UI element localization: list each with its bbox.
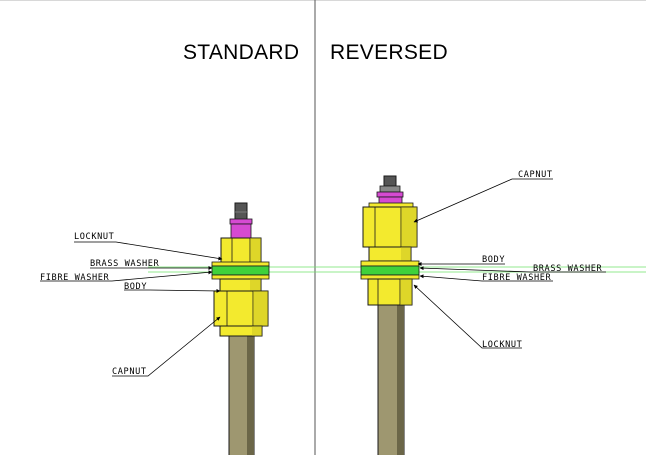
reversed-leaders <box>413 178 606 349</box>
reversed-label-locknut: LOCKNUT <box>482 340 522 350</box>
reversed-label-capnut: CAPNUT <box>518 170 553 180</box>
heading-reversed: REVERSED <box>330 41 448 64</box>
standard-label-capnut: CAPNUT <box>112 367 147 377</box>
standard-locknut <box>220 237 262 265</box>
reversed-label-brass-washer: BRASS WASHER <box>533 264 603 274</box>
reversed-label-body: BODY <box>482 255 505 265</box>
standard-label-fibre-washer: FIBRE WASHER <box>40 273 110 283</box>
reversed-capnut <box>362 202 418 262</box>
reversed-locknut <box>367 278 413 306</box>
reversed-stud <box>379 175 401 193</box>
standard-label-locknut: LOCKNUT <box>74 232 114 242</box>
reversed-rod <box>377 304 405 455</box>
reversed-label-fibre-washer: FIBRE WASHER <box>482 273 552 283</box>
reversed-brass-washer <box>360 260 420 267</box>
standard-lower-washer <box>211 274 270 280</box>
standard-stud <box>234 202 248 222</box>
standard-label-body: BODY <box>124 282 147 292</box>
standard-leaders <box>40 241 223 377</box>
standard-brass-washer <box>211 261 270 267</box>
standard-assembly <box>211 202 270 455</box>
standard-magenta-cap <box>229 218 253 239</box>
standard-label-brass-washer: BRASS WASHER <box>90 259 160 269</box>
standard-capnut <box>213 290 269 337</box>
reversed-assembly <box>360 175 420 455</box>
heading-standard: STANDARD <box>183 41 300 64</box>
standard-rod <box>228 334 255 455</box>
reversed-lower-washer <box>360 274 420 280</box>
reversed-fibre-washer <box>360 265 420 276</box>
standard-fibre-washer <box>211 265 270 276</box>
standard-body <box>219 278 262 292</box>
